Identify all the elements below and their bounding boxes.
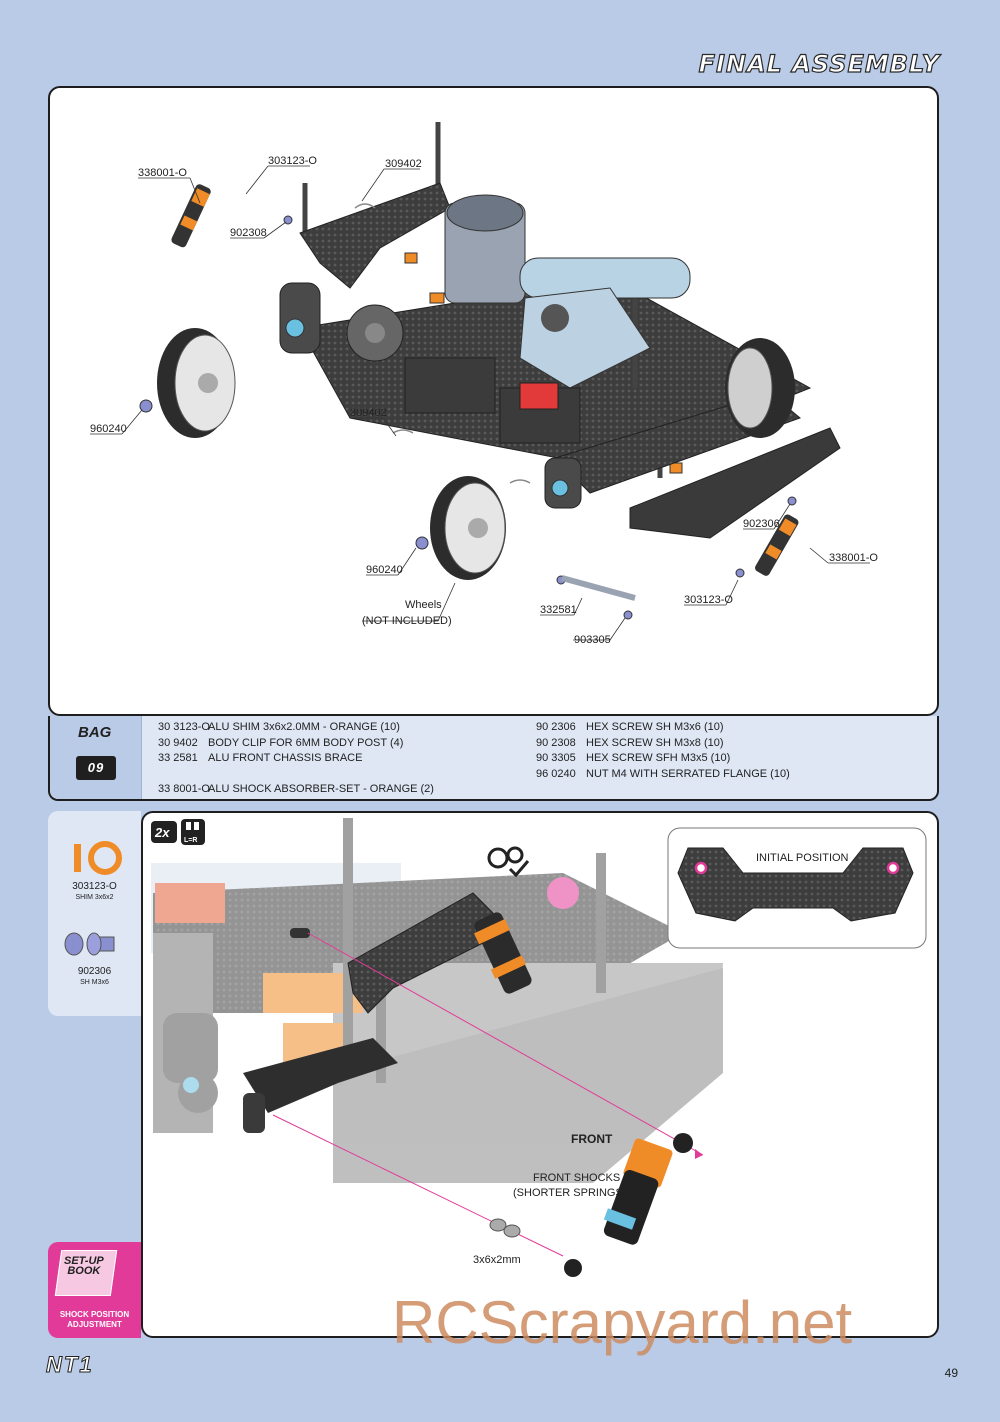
svg-text:INITIAL POSITION: INITIAL POSITION — [756, 852, 849, 864]
front-bumper — [629, 427, 841, 539]
body-clips — [354, 203, 531, 484]
shorter-springs-label: (SHORTER SPRINGS) — [513, 1187, 626, 1199]
required-parts-icons — [64, 841, 122, 956]
part-row — [158, 767, 434, 783]
quantity-badge: 2x L=R — [151, 819, 205, 845]
guide-arrow — [695, 1149, 703, 1159]
setup-book-caption: SHOCK POSITION ADJUSTMENT — [59, 1310, 130, 1329]
page-number: 49 — [944, 1366, 958, 1380]
callout-lines — [90, 165, 870, 641]
label-nut-bottom: 960240 — [366, 564, 403, 576]
shim-desc: SHIM 3x6x2 — [75, 894, 114, 901]
fuel-tank — [519, 287, 651, 389]
shim-size-label: 3x6x2mm — [473, 1254, 521, 1266]
shock-adjust-icon — [487, 846, 530, 878]
label-wheels: Wheels — [405, 599, 442, 611]
screw-icon — [64, 932, 115, 956]
rear-hub — [279, 282, 321, 354]
bag-number: 09 — [76, 756, 116, 780]
loose-shims — [489, 1218, 521, 1238]
rear-left-wheel — [157, 328, 236, 438]
shock-install-panel: 2x L=R — [141, 811, 939, 1338]
spur-gear — [346, 304, 404, 362]
label-screw-right: 902306 — [743, 518, 780, 530]
label-brace: 332581 — [540, 604, 577, 616]
loose-front-shock — [564, 1133, 693, 1277]
tower-screw — [290, 928, 310, 938]
page-title: FINAL ASSEMBLY — [698, 49, 940, 78]
label-shock-right: 338001-O — [829, 552, 878, 564]
shock-top-left — [171, 184, 211, 248]
shock-bottom-right — [755, 514, 799, 576]
screw-code: 902306 — [77, 966, 112, 977]
nt1-logo: NT1 — [46, 1352, 94, 1378]
label-shock-top: 338001-O — [138, 167, 187, 179]
front-shock-tower — [347, 892, 494, 1014]
front-chassis-brace-part — [561, 575, 636, 601]
rear-right-wheel — [725, 338, 795, 438]
shock-install-diagram: 2x L=R — [151, 818, 927, 1277]
engine — [444, 194, 691, 304]
front-left-wheel — [430, 476, 506, 580]
shim-icon — [74, 841, 122, 875]
ghosted-chassis — [151, 818, 723, 1183]
label-nut-left: 960240 — [90, 423, 127, 435]
bag-tab: BAG 09 — [50, 716, 142, 799]
label-screw-bottom: 903305 — [574, 634, 611, 646]
screw-desc: SH M3x6 — [80, 979, 109, 986]
shim-code: 303123-O — [72, 881, 117, 892]
front-label: FRONT — [571, 1132, 613, 1146]
front-suspension-arm — [243, 1038, 398, 1133]
setup-book-badge: SET-UP BOOK SHOCK POSITION ADJUSTMENT — [48, 1242, 141, 1338]
small-hardware — [139, 215, 797, 620]
initial-position-inset: INITIAL POSITION — [667, 827, 927, 949]
radio-box — [404, 357, 581, 444]
bag-label: BAG — [78, 724, 112, 741]
label-shim-right: 303123-O — [684, 594, 733, 606]
label-clip-top: 309402 — [385, 158, 422, 170]
front-hub — [544, 457, 582, 509]
front-shocks-label: FRONT SHOCKS — [533, 1172, 620, 1184]
watermark: RCScrapyard.net — [392, 1289, 853, 1356]
label-not-included: (NOT INCLUDED) — [362, 615, 452, 627]
exploded-chassis-diagram: 338001-O 303123-O 309402 902308 960240 3… — [90, 122, 878, 646]
svg-text:2x: 2x — [154, 825, 170, 840]
label-screw-top: 902308 — [230, 227, 267, 239]
label-clip-mid: 309402 — [350, 407, 387, 419]
assembly-diagram-panel: 338001-O 303123-O 309402 902308 960240 3… — [48, 86, 939, 716]
rear-top-brace — [299, 182, 451, 289]
mounted-shock — [474, 912, 532, 994]
setup-book-title: SET-UP BOOK — [64, 1255, 104, 1277]
required-parts-panel: 303123-O SHIM 3x6x2 902306 SH M3x6 — [48, 811, 141, 1016]
label-shim-top: 303123-O — [268, 155, 317, 167]
svg-text:L=R: L=R — [184, 837, 197, 844]
